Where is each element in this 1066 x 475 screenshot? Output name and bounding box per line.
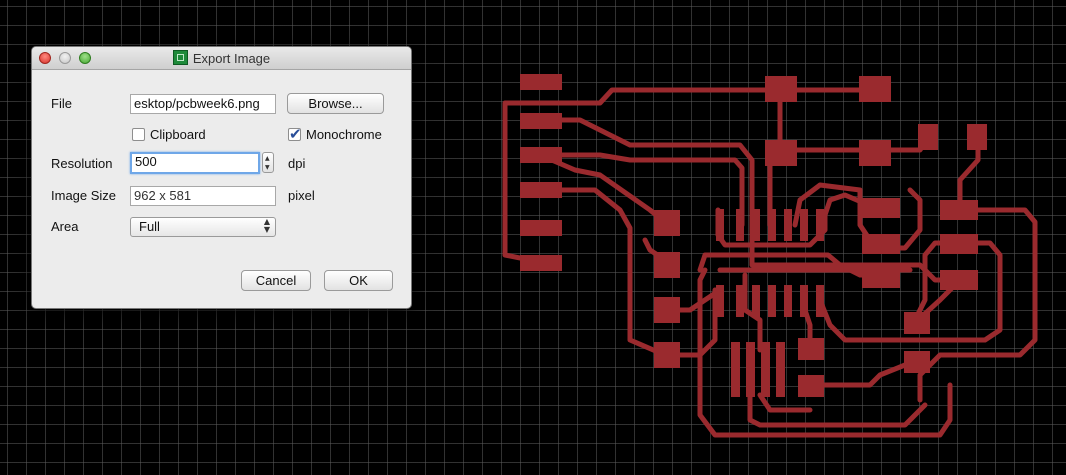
file-path-field[interactable]: esktop/pcbweek6.png [130,94,276,114]
close-icon[interactable] [39,52,51,64]
minimize-icon[interactable] [59,52,71,64]
monochrome-checkbox[interactable] [288,125,302,143]
resolution-field[interactable]: 500 [130,152,260,174]
resolution-unit: dpi [288,156,306,171]
area-label: Area [51,219,79,234]
ok-button[interactable]: OK [324,270,393,291]
file-label: File [51,96,72,111]
cancel-button[interactable]: Cancel [241,270,311,291]
resolution-label: Resolution [51,156,113,171]
image-size-unit: pixel [288,188,315,203]
area-select[interactable]: Full ▲▼ [130,217,276,237]
clipboard-checkbox[interactable] [132,128,145,141]
resolution-stepper[interactable]: ▲ ▼ [262,152,274,173]
image-size-field: 962 x 581 [130,186,276,206]
area-select-value: Full [139,219,160,234]
dialog-title-area: Export Image [32,50,411,66]
stepper-arrows-icon: ▲ [265,155,270,162]
stepper-down-icon: ▼ [265,164,270,171]
dialog-titlebar[interactable]: Export Image [32,47,411,70]
browse-button[interactable]: Browse... [287,93,384,114]
popup-arrows-icon: ▲▼ [263,217,270,234]
clipboard-label[interactable]: Clipboard [150,127,206,142]
pcb-pads [520,74,987,397]
monochrome-label[interactable]: Monochrome [306,127,382,142]
app-icon [172,50,188,65]
image-size-label: Image Size [51,188,117,203]
dialog-title: Export Image [192,51,271,66]
zoom-icon[interactable] [79,52,91,64]
export-image-dialog: Export Image File esktop/pcbweek6.png Br… [31,46,412,309]
